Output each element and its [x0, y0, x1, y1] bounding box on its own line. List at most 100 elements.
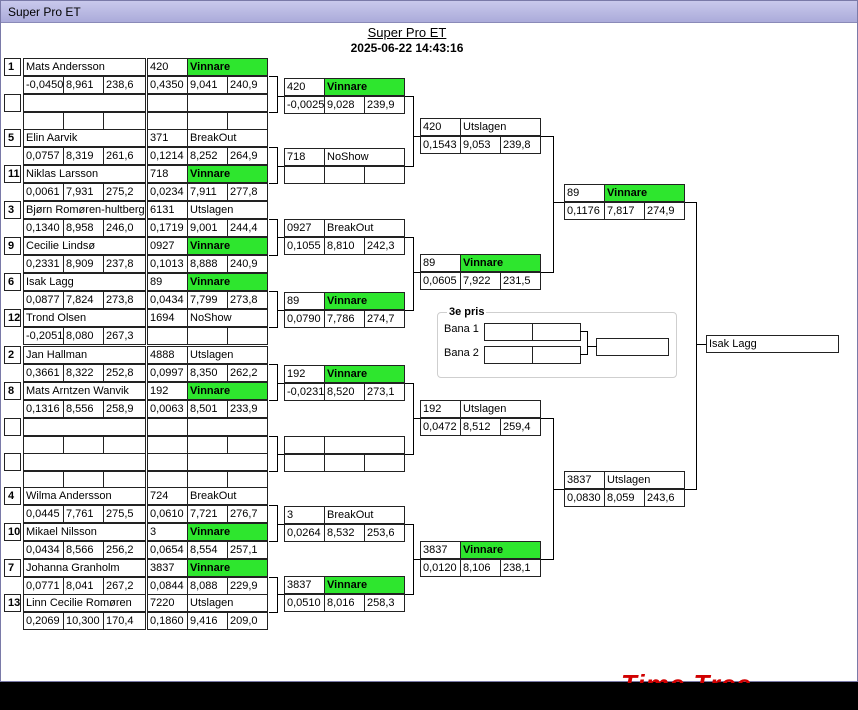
racer-name[interactable]: Mats Arntzen Wanvik [23, 382, 146, 400]
result-status[interactable]: Utslagen [460, 118, 541, 136]
reaction-time[interactable]: 0,0264 [284, 524, 325, 542]
speed[interactable]: 240,9 [227, 255, 268, 273]
elapsed-time[interactable] [187, 436, 228, 454]
result-number[interactable]: 3837 [564, 471, 605, 489]
elapsed-time[interactable]: 8,106 [460, 559, 501, 577]
speed[interactable]: 239,9 [364, 96, 405, 114]
speed[interactable]: 267,2 [103, 577, 146, 595]
elapsed-time[interactable]: 8,350 [187, 364, 228, 382]
reaction-time[interactable]: 0,0610 [147, 505, 188, 523]
result-status[interactable]: Vinnare [187, 382, 268, 400]
reaction-time[interactable]: 0,0771 [23, 577, 64, 595]
result-status[interactable]: Vinnare [324, 78, 405, 96]
speed[interactable] [227, 436, 268, 454]
racer-name[interactable] [23, 453, 146, 471]
reaction-time[interactable]: 0,1055 [284, 237, 325, 255]
elapsed-time[interactable]: 8,961 [63, 76, 104, 94]
result-number[interactable]: 7220 [147, 594, 188, 612]
result-number[interactable]: 3 [147, 523, 188, 541]
reaction-time[interactable]: 0,1316 [23, 400, 64, 418]
speed[interactable]: 275,2 [103, 183, 146, 201]
elapsed-time[interactable]: 7,799 [187, 291, 228, 309]
speed[interactable]: 257,1 [227, 541, 268, 559]
speed[interactable]: 231,5 [500, 272, 541, 290]
speed[interactable]: 244,4 [227, 219, 268, 237]
reaction-time[interactable]: -0,0025 [284, 96, 325, 114]
reaction-time[interactable]: 0,1340 [23, 219, 64, 237]
elapsed-time[interactable]: 9,416 [187, 612, 228, 630]
speed[interactable] [364, 166, 405, 184]
result-number[interactable]: 724 [147, 487, 188, 505]
reaction-time[interactable] [147, 327, 188, 345]
result-status[interactable]: Utslagen [604, 471, 685, 489]
result-number[interactable] [147, 453, 188, 471]
speed[interactable]: 239,8 [500, 136, 541, 154]
racer-name[interactable]: Mats Andersson [23, 58, 146, 76]
result-number[interactable]: 0927 [284, 219, 325, 237]
reaction-time[interactable]: 0,0445 [23, 505, 64, 523]
racer-name[interactable]: Mikael Nilsson [23, 523, 146, 541]
elapsed-time[interactable]: 7,824 [63, 291, 104, 309]
result-status[interactable]: Vinnare [187, 58, 268, 76]
result-number[interactable]: 192 [420, 400, 461, 418]
result-number[interactable]: 718 [284, 148, 325, 166]
elapsed-time[interactable] [63, 112, 104, 130]
reaction-time[interactable]: -0,2051 [23, 327, 64, 345]
reaction-time[interactable]: 0,0234 [147, 183, 188, 201]
elapsed-time[interactable]: 10,300 [63, 612, 104, 630]
result-number[interactable]: 6131 [147, 201, 188, 219]
elapsed-time[interactable] [324, 454, 365, 472]
racer-name[interactable]: Linn Cecilie Romøren [23, 594, 146, 612]
elapsed-time[interactable]: 8,322 [63, 364, 104, 382]
racer-name[interactable]: Isak Lagg [23, 273, 146, 291]
result-number[interactable] [147, 94, 188, 112]
racer-name[interactable]: Niklas Larsson [23, 165, 146, 183]
reaction-time[interactable]: 0,1543 [420, 136, 461, 154]
reaction-time[interactable]: 0,0434 [147, 291, 188, 309]
result-status[interactable]: BreakOut [324, 219, 405, 237]
reaction-time[interactable]: -0,0450 [23, 76, 64, 94]
elapsed-time[interactable]: 8,252 [187, 147, 228, 165]
speed[interactable] [227, 327, 268, 345]
reaction-time[interactable]: 0,0605 [420, 272, 461, 290]
elapsed-time[interactable]: 9,001 [187, 219, 228, 237]
result-status[interactable]: Utslagen [187, 594, 268, 612]
speed[interactable]: 253,6 [364, 524, 405, 542]
elapsed-time[interactable]: 8,810 [324, 237, 365, 255]
speed[interactable]: 252,8 [103, 364, 146, 382]
reaction-time[interactable] [284, 454, 325, 472]
speed[interactable]: 238,1 [500, 559, 541, 577]
result-number[interactable]: 89 [564, 184, 605, 202]
result-status[interactable]: Vinnare [460, 254, 541, 272]
speed[interactable]: 233,9 [227, 400, 268, 418]
result-status[interactable] [324, 436, 405, 454]
reaction-time[interactable]: 0,0790 [284, 310, 325, 328]
speed[interactable]: 264,9 [227, 147, 268, 165]
result-number[interactable]: 3837 [284, 576, 325, 594]
reaction-time[interactable]: 0,0472 [420, 418, 461, 436]
elapsed-time[interactable]: 7,786 [324, 310, 365, 328]
result-number[interactable]: 420 [284, 78, 325, 96]
result-status[interactable]: Vinnare [324, 576, 405, 594]
result-status[interactable]: Utslagen [460, 400, 541, 418]
result-status[interactable]: Utslagen [187, 346, 268, 364]
reaction-time[interactable]: 0,1719 [147, 219, 188, 237]
speed[interactable]: 242,3 [364, 237, 405, 255]
reaction-time[interactable]: 0,0510 [284, 594, 325, 612]
elapsed-time[interactable]: 9,028 [324, 96, 365, 114]
result-number[interactable]: 89 [284, 292, 325, 310]
result-number[interactable]: 89 [147, 273, 188, 291]
reaction-time[interactable]: 0,0997 [147, 364, 188, 382]
result-status[interactable]: Vinnare [187, 237, 268, 255]
elapsed-time[interactable]: 8,041 [63, 577, 104, 595]
result-number[interactable]: 3837 [420, 541, 461, 559]
result-number[interactable] [284, 436, 325, 454]
elapsed-time[interactable]: 8,059 [604, 489, 645, 507]
racer-name[interactable]: Trond Olsen [23, 309, 146, 327]
racer-name[interactable]: Johanna Granholm [23, 559, 146, 577]
result-status[interactable]: NoShow [187, 309, 268, 327]
elapsed-time[interactable]: 8,532 [324, 524, 365, 542]
speed[interactable]: 256,2 [103, 541, 146, 559]
reaction-time[interactable]: 0,4350 [147, 76, 188, 94]
result-status[interactable]: Vinnare [187, 273, 268, 291]
